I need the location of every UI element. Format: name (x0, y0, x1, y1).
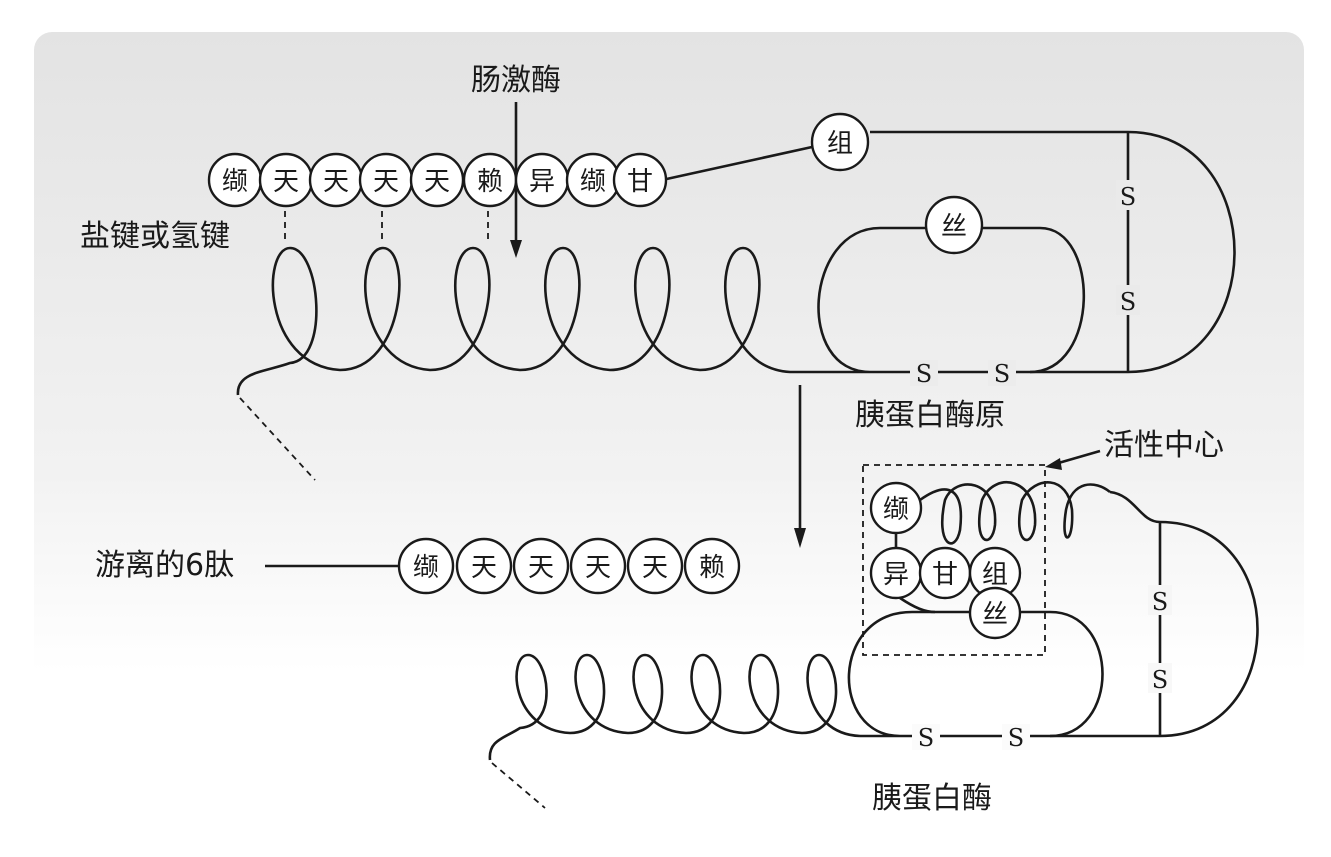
trypsin-val-label: 缬 (883, 495, 909, 525)
trypsinogen-s-bottom-2: S (994, 360, 1010, 388)
trypsin-inner-loop (847, 610, 1104, 738)
residue-asp-2: 天 (323, 167, 349, 197)
hexa-val: 缬 (413, 553, 439, 583)
salt-bridge-label: 盐键或氢键 (80, 219, 230, 254)
residue-asp-4: 天 (424, 167, 450, 197)
trypsinogen-his-label: 组 (827, 129, 853, 159)
trypsinogen-coil (236, 246, 812, 396)
residue-ile: 异 (529, 167, 555, 197)
enterokinase-arrow-head (510, 240, 522, 258)
free-hexapeptide-label: 游离的6肽 (95, 548, 234, 583)
chain-to-his-connector (661, 145, 813, 182)
trypsinogen-tail-dashed (239, 397, 316, 481)
active-site-ile-to-loop (899, 596, 936, 614)
residue-asp-3: 天 (373, 167, 399, 197)
active-site-coil (919, 481, 1111, 545)
residue-gly: 甘 (627, 167, 653, 197)
trypsin-ser-circle (968, 586, 1022, 640)
trypsin-his-label: 组 (982, 560, 1008, 590)
trypsinogen-chain: 缬 天 天 天 天 赖 异 缬 甘 (207, 152, 668, 208)
trypsin-tail-dashed (491, 762, 546, 809)
trypsinogen-label: 胰蛋白酶原 (855, 398, 1005, 433)
hexa-lys: 赖 (699, 553, 725, 583)
trypsin-ser-label: 丝 (982, 600, 1008, 630)
residue-val-1: 缬 (222, 167, 248, 197)
residue-asp-1: 天 (273, 167, 299, 197)
trypsin-val-circle (869, 481, 923, 535)
residue-val-2: 缬 (580, 167, 606, 197)
active-center-box (862, 464, 1046, 656)
hexa-asp-2: 天 (528, 553, 554, 583)
trypsin-gly-label: 甘 (932, 560, 958, 590)
active-center-pointer (1054, 449, 1101, 466)
enterokinase-label: 肠激酶 (471, 63, 561, 98)
conversion-arrow-head (794, 528, 806, 548)
active-center-pointer-head (1045, 458, 1062, 470)
trypsinogen-ser-label: 丝 (941, 212, 967, 242)
trypsinogen-outer-loop (870, 130, 1236, 374)
active-center-label: 活性中心 (1104, 428, 1224, 463)
trypsin-s-bottom-2: S (1008, 724, 1024, 752)
hexa-asp-4: 天 (642, 553, 668, 583)
trypsinogen-ser-circle (924, 195, 984, 255)
trypsin-ile-label: 异 (883, 560, 909, 590)
hexa-asp-1: 天 (471, 553, 497, 583)
trypsin-outer-loop (1050, 490, 1259, 738)
trypsin-s-right-1: S (1152, 588, 1168, 616)
trypsin-s-bottom-1: S (918, 724, 934, 752)
trypsinogen-s-right-2: S (1120, 288, 1136, 316)
hexa-asp-3: 天 (585, 553, 611, 583)
hexapeptide-chain: 缬 天 天 天 天 赖 (397, 537, 741, 595)
trypsin-label: 胰蛋白酶 (872, 781, 992, 816)
trypsin-s-right-2: S (1152, 666, 1168, 694)
trypsinogen-s-bottom-1: S (916, 360, 932, 388)
trypsinogen-s-right-1: S (1120, 183, 1136, 211)
residue-lys: 赖 (477, 167, 503, 197)
trypsin-coil (488, 653, 861, 761)
trypsinogen-his-circle (810, 112, 870, 172)
